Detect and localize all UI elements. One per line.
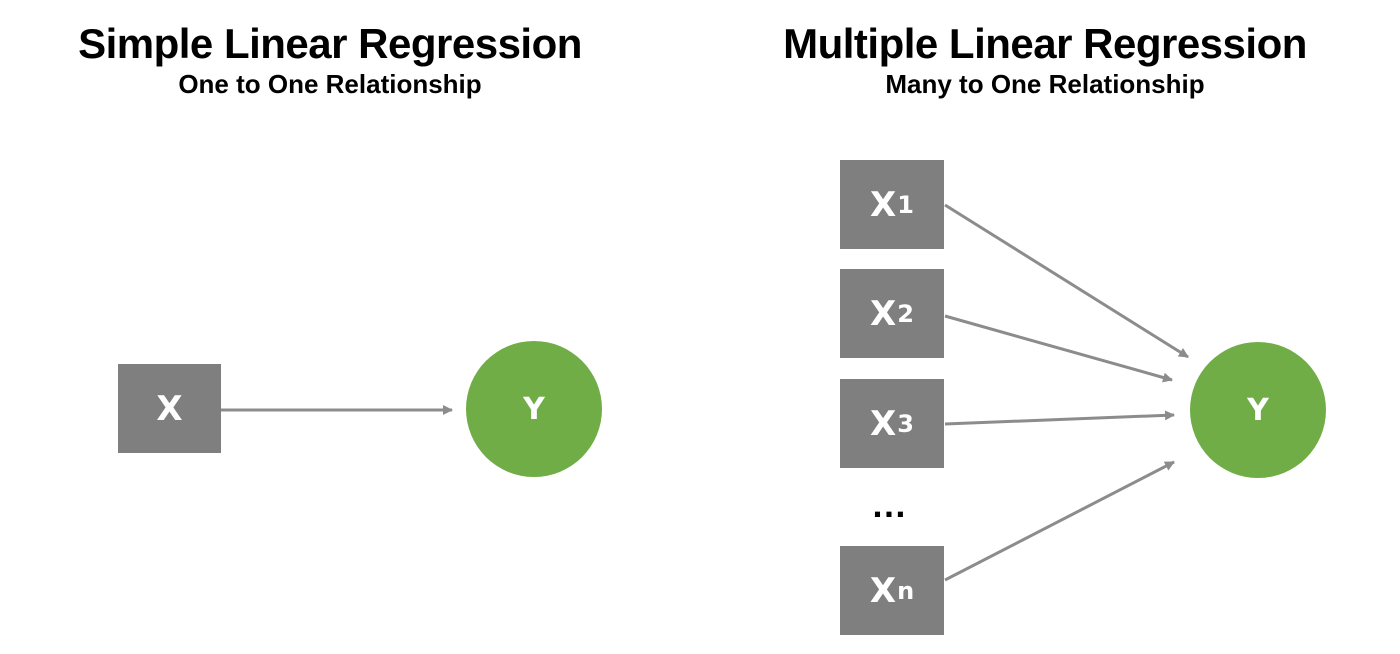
arrow-x3-y xyxy=(944,410,1175,426)
multiple-ellipsis: … xyxy=(871,484,913,525)
x3-base: X xyxy=(870,403,897,444)
simple-subtitle: One to One Relationship xyxy=(178,69,482,99)
multiple-title: Multiple Linear Regression xyxy=(783,20,1307,67)
arrow-x1-y xyxy=(944,203,1189,359)
simple-title: Simple Linear Regression xyxy=(78,20,582,67)
arrow-xn-y xyxy=(944,460,1175,582)
x2-base: X xyxy=(870,293,897,334)
multiple-output-label: Y xyxy=(1247,392,1269,428)
xn-base: X xyxy=(869,570,897,611)
xn-subscript: n xyxy=(897,576,915,605)
multiple-subtitle: Many to One Relationship xyxy=(885,69,1205,99)
simple-input-label: X xyxy=(156,388,183,429)
simple-input-x: X xyxy=(118,364,221,453)
x1-subscript: 1 xyxy=(897,190,914,219)
multiple-output-y: Y xyxy=(1190,342,1326,478)
x3-subscript: 3 xyxy=(897,409,914,438)
x2-subscript: 2 xyxy=(897,299,914,328)
arrow-x2-y xyxy=(944,314,1173,383)
x1-base: X xyxy=(870,184,897,225)
simple-output-y: Y xyxy=(466,341,602,477)
simple-output-label: Y xyxy=(523,391,545,427)
